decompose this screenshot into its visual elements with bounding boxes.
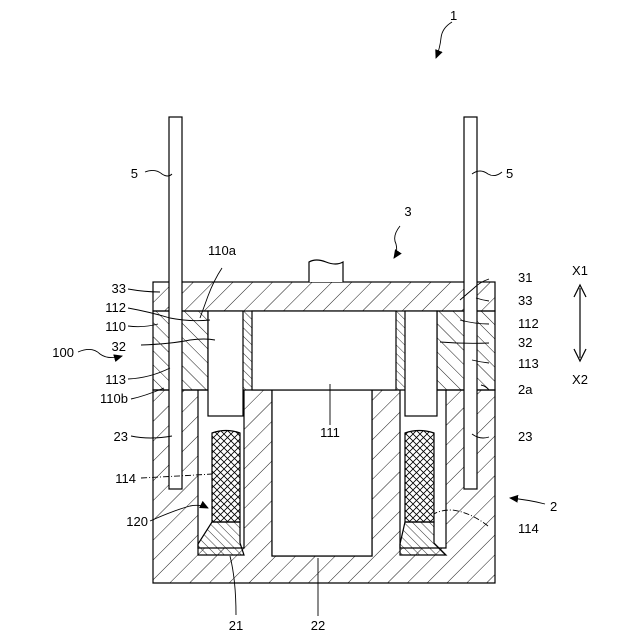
label-100: 100	[52, 345, 74, 360]
center-block-111	[252, 311, 396, 390]
member-110	[153, 311, 495, 390]
seal-left	[198, 431, 244, 556]
label-120: 120	[126, 514, 148, 529]
cavity-22	[272, 390, 372, 556]
label-5-right: 5	[506, 166, 513, 181]
label-110a: 110a	[208, 243, 237, 258]
rod-32-right	[405, 311, 437, 416]
label-23-right: 23	[518, 429, 532, 444]
shaft-stub	[309, 260, 343, 282]
label-31: 31	[518, 270, 532, 285]
label-112-right: 112	[518, 316, 539, 331]
tube-5-right	[464, 117, 477, 489]
label-3: 3	[404, 204, 411, 219]
label-33-left: 33	[112, 281, 126, 296]
label-5-left: 5	[131, 166, 138, 181]
label-x1: X1	[572, 263, 588, 278]
label-33-right: 33	[518, 293, 532, 308]
label-32-right: 32	[518, 335, 532, 350]
seal-right	[400, 431, 446, 556]
label-113-right: 113	[518, 356, 539, 371]
label-110: 110	[105, 319, 126, 334]
label-2a: 2a	[518, 382, 533, 397]
label-22: 22	[311, 618, 325, 633]
label-114-right: 114	[518, 521, 539, 536]
label-1: 1	[450, 8, 457, 23]
label-23-left: 23	[114, 429, 128, 444]
label-2: 2	[550, 499, 557, 514]
label-21: 21	[229, 618, 243, 633]
label-x2: X2	[572, 372, 588, 387]
rod-32-left	[208, 311, 243, 416]
label-114-left: 114	[115, 471, 136, 486]
label-111: 111	[320, 425, 340, 440]
label-32-left: 32	[112, 339, 126, 354]
label-110b: 110b	[100, 391, 128, 406]
label-113-left: 113	[105, 372, 126, 387]
tube-5-left	[169, 117, 182, 489]
label-112-left: 112	[105, 300, 126, 315]
